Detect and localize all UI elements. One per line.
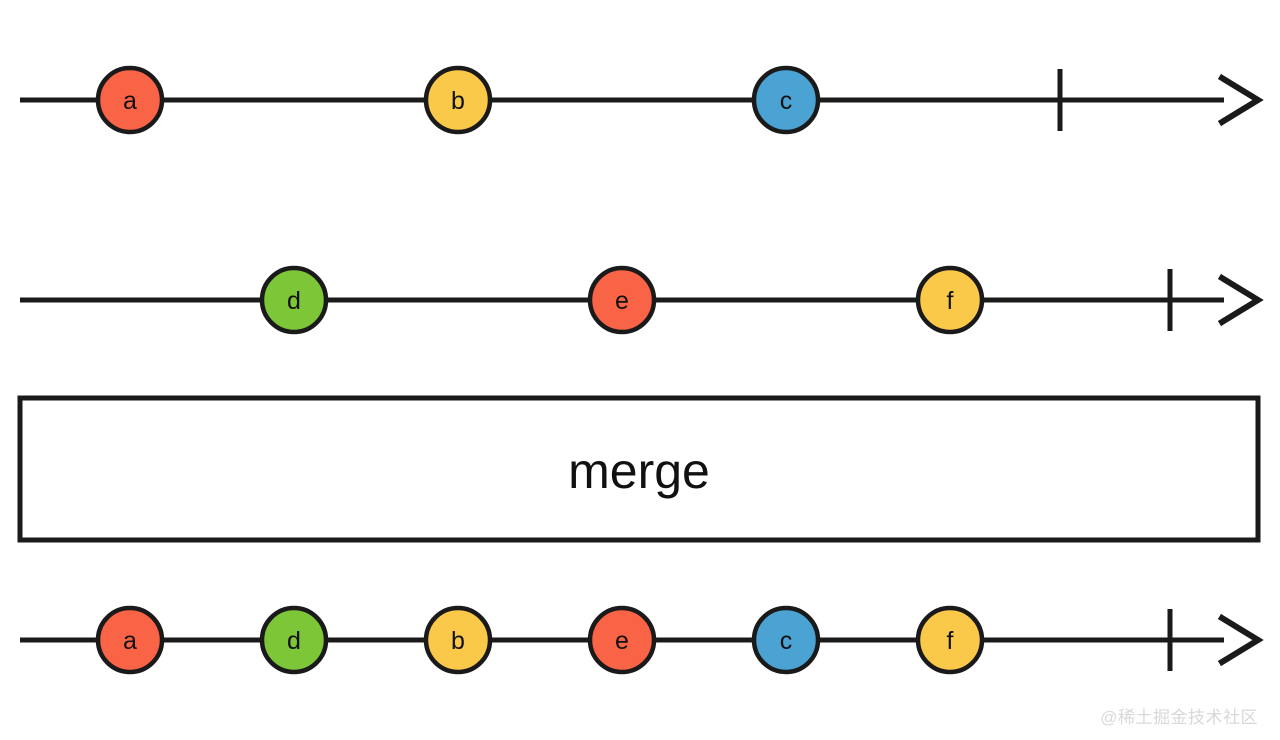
- result-stream-marble-f-label: f: [947, 627, 954, 655]
- result-stream-marble-a-label: a: [123, 627, 137, 655]
- watermark-label: @稀土掘金技术社区: [1100, 708, 1258, 727]
- result-stream-marble-a[interactable]: [95, 605, 165, 675]
- source-stream-2-marble-e[interactable]: [587, 265, 657, 335]
- result-stream-marble-e[interactable]: [587, 605, 657, 675]
- source-stream-1-marble-a[interactable]: [95, 65, 165, 135]
- source-stream-1-marble-b-label: b: [451, 87, 465, 115]
- result-stream-arrow-icon: [1217, 613, 1264, 667]
- source-stream-2-marble-f-label: f: [947, 287, 954, 315]
- source-stream-1-marble-c[interactable]: [751, 65, 821, 135]
- result-stream-marble-e-label: e: [615, 627, 629, 655]
- result-stream-marble-d[interactable]: [259, 605, 329, 675]
- operator-label: merge: [568, 443, 710, 499]
- result-stream-marble-d-label: d: [287, 627, 301, 655]
- result-stream-marble-c[interactable]: [751, 605, 821, 675]
- operator-box[interactable]: [17, 395, 1261, 543]
- diagram-layers: a b c d e f a d b e c f merge: [17, 65, 1264, 675]
- source-stream-2-marble-d-label: d: [287, 287, 301, 315]
- result-stream-marble-b[interactable]: [423, 605, 493, 675]
- source-stream-1-marble-c-label: c: [780, 87, 793, 115]
- source-stream-1-arrow-icon: [1217, 73, 1264, 127]
- source-stream-2-marble-f[interactable]: [915, 265, 985, 335]
- source-stream-2-arrow-icon: [1217, 273, 1264, 327]
- source-stream-2-marble-e-label: e: [615, 287, 629, 315]
- source-stream-1-marble-b[interactable]: [423, 65, 493, 135]
- result-stream-marble-c-label: c: [780, 627, 793, 655]
- source-stream-1-marble-a-label: a: [123, 87, 137, 115]
- result-stream-marble-f[interactable]: [915, 605, 985, 675]
- result-stream-marble-b-label: b: [451, 627, 465, 655]
- source-stream-2-marble-d[interactable]: [259, 265, 329, 335]
